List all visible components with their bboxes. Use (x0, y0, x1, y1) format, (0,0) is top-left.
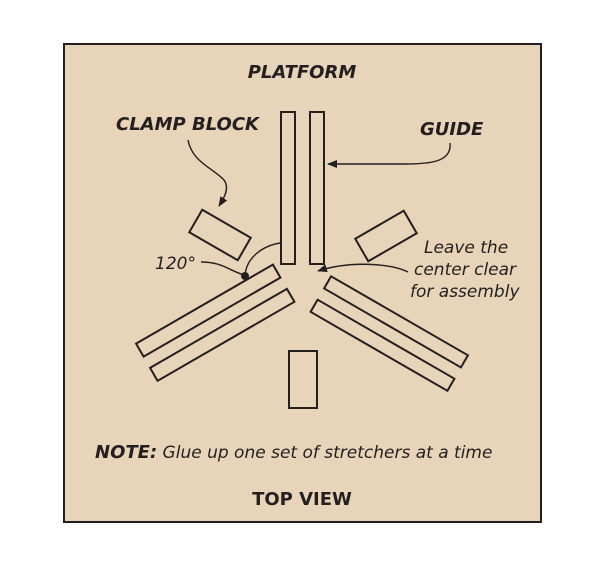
clamp-block-right (353, 209, 419, 263)
center-note-leader (317, 263, 409, 273)
platform-board (63, 43, 542, 523)
center-note-line-2: center clear (414, 260, 517, 280)
view-label: TOP VIEW (252, 489, 352, 510)
center-note-line-3: for assembly (410, 282, 520, 302)
guide-leader (327, 142, 451, 168)
guide-strip-right (309, 111, 325, 265)
guide-label: GUIDE (420, 119, 484, 140)
stretcher (309, 298, 456, 393)
stretcher-pair-lower-right (309, 274, 470, 393)
stretcher (134, 263, 282, 358)
note-text: Glue up one set of stretchers at a time (157, 443, 492, 463)
angle-arc (244, 242, 281, 277)
angle-vertex-dot (241, 272, 249, 280)
guide-strip-left (280, 111, 296, 265)
note-prefix: NOTE: (95, 442, 157, 463)
angle-leader (200, 261, 245, 276)
clamp-block-left (187, 208, 253, 262)
angle-label: 120° (155, 254, 196, 274)
clamp-block-leader (187, 139, 228, 207)
stretcher (322, 274, 470, 369)
platform-label: PLATFORM (248, 62, 357, 83)
clamp-block-label: CLAMP BLOCK (116, 114, 261, 135)
stretcher (148, 287, 296, 383)
center-note-line-1: Leave the (424, 238, 508, 258)
note-line: NOTE: Glue up one set of stretchers at a… (95, 442, 492, 463)
clamp-block-bottom (288, 350, 318, 409)
stretcher-pair-lower-left (134, 263, 296, 383)
